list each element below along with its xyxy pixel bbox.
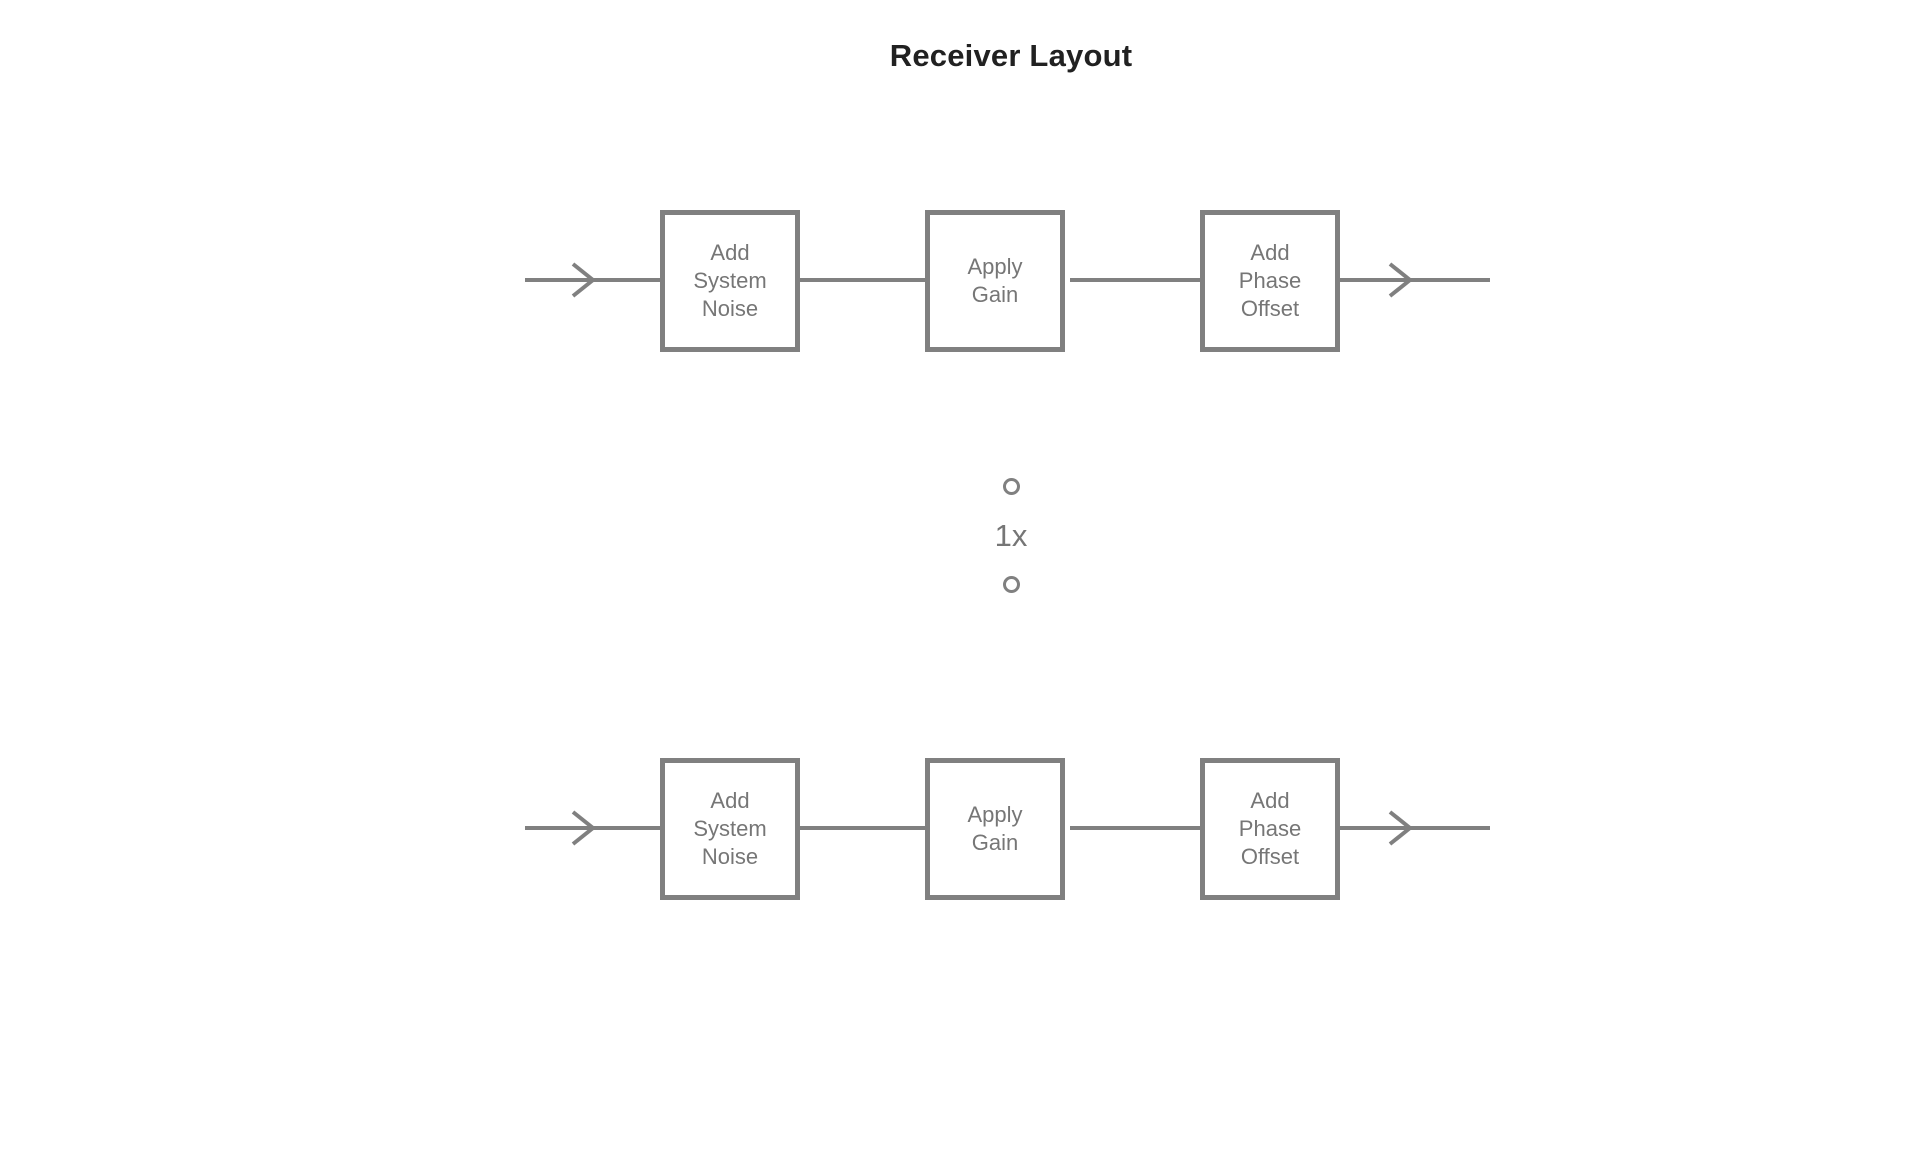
- signal-chain-bottom: Add System Noise Apply Gain Add Phase Of…: [0, 758, 1922, 918]
- block-label: Apply Gain: [967, 253, 1023, 307]
- block-label: Add System Noise: [693, 239, 767, 322]
- output-wire: [1340, 826, 1490, 830]
- block-label: Add System Noise: [693, 787, 767, 870]
- block-label: Add Phase Offset: [1238, 787, 1302, 870]
- arrow-right-icon: [1387, 808, 1413, 848]
- connector-wire: [1070, 826, 1200, 830]
- circle-outline-icon: [1002, 478, 1020, 495]
- arrow-right-icon: [1387, 260, 1413, 300]
- page-title: Receiver Layout: [889, 38, 1133, 73]
- block-add-phase-offset[interactable]: Add Phase Offset: [1200, 758, 1340, 900]
- block-add-phase-offset[interactable]: Add Phase Offset: [1200, 210, 1340, 352]
- repeat-indicator: 1x: [0, 478, 1922, 593]
- block-label: Add Phase Offset: [1238, 239, 1302, 322]
- signal-chain-top: Add System Noise Apply Gain Add Phase Of…: [0, 210, 1922, 370]
- arrow-right-icon: [570, 260, 596, 300]
- block-label: Apply Gain: [967, 801, 1023, 855]
- block-add-system-noise[interactable]: Add System Noise: [660, 758, 800, 900]
- arrow-right-icon: [570, 808, 596, 848]
- block-apply-gain[interactable]: Apply Gain: [925, 758, 1065, 900]
- connector-wire: [1070, 278, 1200, 282]
- block-apply-gain[interactable]: Apply Gain: [925, 210, 1065, 352]
- block-add-system-noise[interactable]: Add System Noise: [660, 210, 800, 352]
- connector-wire: [800, 826, 925, 830]
- output-wire: [1340, 278, 1490, 282]
- circle-outline-icon: [1002, 576, 1020, 593]
- connector-wire: [800, 278, 925, 282]
- repeat-count-label: 1x: [994, 518, 1028, 553]
